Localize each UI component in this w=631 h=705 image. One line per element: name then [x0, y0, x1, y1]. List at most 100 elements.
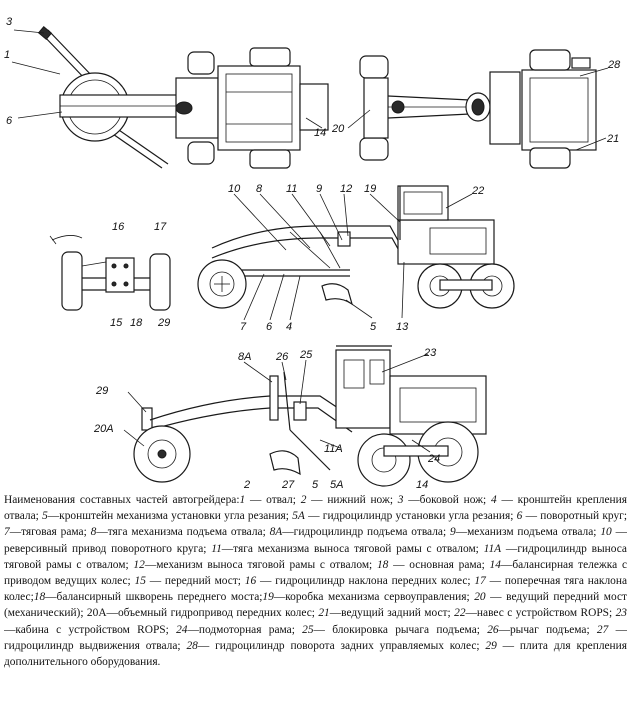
legend-entry: 27 — гидроцилиндр выдвижения отвала; [4, 624, 627, 652]
legend-entry: 8—тяга механизма подъема отвала; [91, 526, 270, 538]
legend-entry-number: 25 [302, 623, 314, 636]
legend-entry-number: 4 [490, 494, 497, 506]
legend-entry: 7—тяговая рама; [4, 526, 91, 538]
legend-entry-number: 5А [292, 510, 305, 523]
legend-entry: 8А—гидроцилиндр подъема отвала; [270, 526, 450, 538]
grader-diagram: 3 1 6 14 20 28 21 10 8 11 9 12 19 22 16 … [4, 16, 621, 490]
legend-entry-text: —кабина с устройством ROPS; [4, 623, 177, 636]
legend-entry: 3 —боковой нож; [398, 494, 491, 506]
label-28: 28 [607, 59, 621, 71]
legend-entry-text: — отвал; [245, 494, 301, 506]
legend-entry-text: —навес с устройством ROPS; [465, 607, 616, 620]
label-20: 20 [331, 123, 345, 135]
legend-entry-text: —механизм подъема отвала; [455, 526, 601, 539]
label-14-bottom: 14 [416, 479, 428, 490]
legend-entry: 17 — поперечная тяга наклона колес; [4, 575, 627, 603]
legend-entry: 18 — основная рама; [377, 559, 490, 571]
parts-legend: Наименования составных частей автогрейде… [4, 492, 627, 702]
legend-entry-number: 22 [454, 607, 466, 620]
legend-entry: 2 — нижний нож; [301, 494, 398, 506]
front-axle-detail [49, 235, 171, 311]
legend-entry-text: — поперечная тяга наклона колес; [4, 575, 627, 604]
label-14-top: 14 [314, 127, 326, 139]
legend-entry: 20 — ведущий передний мост (механический… [4, 591, 627, 619]
legend-entry-text: — ведущий передний мост (механический); … [4, 591, 627, 620]
side-view-grader [197, 185, 515, 309]
label-2: 2 [243, 479, 250, 490]
label-25: 25 [299, 349, 313, 361]
plan-view-front [37, 26, 329, 169]
legend-entry-number: 15 [134, 575, 146, 588]
legend-entry-text: — плита для крепления дополнительного об… [4, 639, 627, 669]
legend-entry: 12—механизм выноса тяговой рамы с отвало… [133, 559, 377, 571]
label-16: 16 [112, 221, 125, 233]
legend-entry: 26—рычаг подъема; [487, 624, 597, 636]
legend-entry-text: — гидроцилиндр поворота задних управляем… [197, 639, 486, 652]
legend-entry: 1 — отвал; [240, 494, 301, 506]
plan-view-rear [359, 49, 597, 169]
label-24: 24 [427, 453, 440, 465]
label-15: 15 [110, 317, 123, 329]
label-29-bottom: 29 [95, 385, 108, 397]
legend-entry-number: 2 [300, 494, 307, 506]
legend-entry: 14—балансирная тележка с приводом ведущи… [4, 559, 627, 587]
legend-entry-number: 12 [133, 558, 145, 571]
legend-entry-number: 1 [239, 494, 246, 506]
legend-entry: 28— гидроцилиндр поворота задних управля… [186, 640, 485, 652]
legend-entry: 23—кабина с устройством ROPS; [4, 607, 627, 635]
legend-entry: 4 — кронштейн крепления отвала; [4, 494, 627, 522]
legend-entry-number: 21 [318, 607, 330, 620]
legend-entry-number: 7 [4, 526, 10, 539]
leader-lines [11, 29, 609, 453]
legend-entry-number: 8 [90, 526, 97, 539]
label-11A: 11A [324, 443, 343, 455]
legend-entry-text: —балансирная тележка с приводом ведущих … [4, 558, 627, 588]
legend-entry-number: 28 [186, 639, 198, 652]
legend-entry-text: —тяговая рама; [9, 526, 91, 539]
label-5-bottom: 5 [312, 479, 319, 490]
legend-entry: 19—коробка механизма сервоуправления; [262, 591, 474, 603]
label-20A: 20A [93, 423, 114, 435]
legend-entry: 11А —гидроцилиндр выноса тяговой рамы с … [4, 543, 627, 571]
label-5-side: 5 [370, 321, 377, 333]
label-17: 17 [154, 221, 167, 233]
label-12: 12 [340, 183, 352, 195]
label-10: 10 [228, 183, 241, 195]
legend-entry-number: 8А [269, 526, 283, 539]
legend-entry-number: 11 [211, 542, 222, 555]
label-26: 26 [275, 351, 289, 363]
label-9: 9 [316, 183, 322, 195]
legend-entry: 29 — плита для крепления дополнительного… [4, 640, 627, 668]
legend-entry-number: 29 [485, 639, 497, 652]
legend-entry-text: — гидроцилиндр установки угла резания; [304, 510, 517, 523]
legend-entry-number: 27 [596, 623, 609, 636]
label-13: 13 [396, 321, 409, 333]
label-7: 7 [240, 321, 247, 333]
legend-entry-text: — реверсивный привод поворотного круга; [4, 526, 627, 555]
label-3: 3 [6, 16, 13, 28]
label-8: 8 [256, 183, 263, 195]
legend-entry: 21—ведущий задний мост; [318, 607, 454, 619]
legend-entry-text: —ведущий задний мост; [329, 607, 455, 620]
label-27: 27 [281, 479, 295, 490]
label-1: 1 [4, 49, 10, 61]
legend-entry-text: — блокировка рычага подъема; [313, 623, 488, 636]
legend-entry-text: —тяга механизма подъема отвала; [96, 526, 270, 539]
legend-entry-text: —механизм выноса тяговой рамы с отвалом; [144, 558, 377, 571]
side-view-grader-2 [133, 345, 487, 487]
legend-entry-number: 19 [262, 591, 274, 604]
legend-intro: Наименования составных частей автогрейде… [4, 494, 240, 506]
label-23: 23 [423, 347, 437, 359]
label-8A: 8A [238, 351, 251, 363]
legend-entry-number: 18 [376, 558, 389, 571]
legend-entry-number: 20 [474, 591, 486, 604]
label-21: 21 [606, 133, 619, 145]
legend-entry-text: —кронштейн механизма установки угла реза… [47, 510, 293, 523]
label-6: 6 [6, 115, 13, 127]
legend-entry-number: 6 [516, 510, 523, 523]
label-22: 22 [471, 185, 484, 197]
legend-entry: 5—кронштейн механизма установки угла рез… [42, 510, 292, 522]
legend-entry-text: — нижний нож; [306, 494, 398, 506]
legend-entry-number: 16 [244, 575, 257, 588]
label-6-side: 6 [266, 321, 273, 333]
